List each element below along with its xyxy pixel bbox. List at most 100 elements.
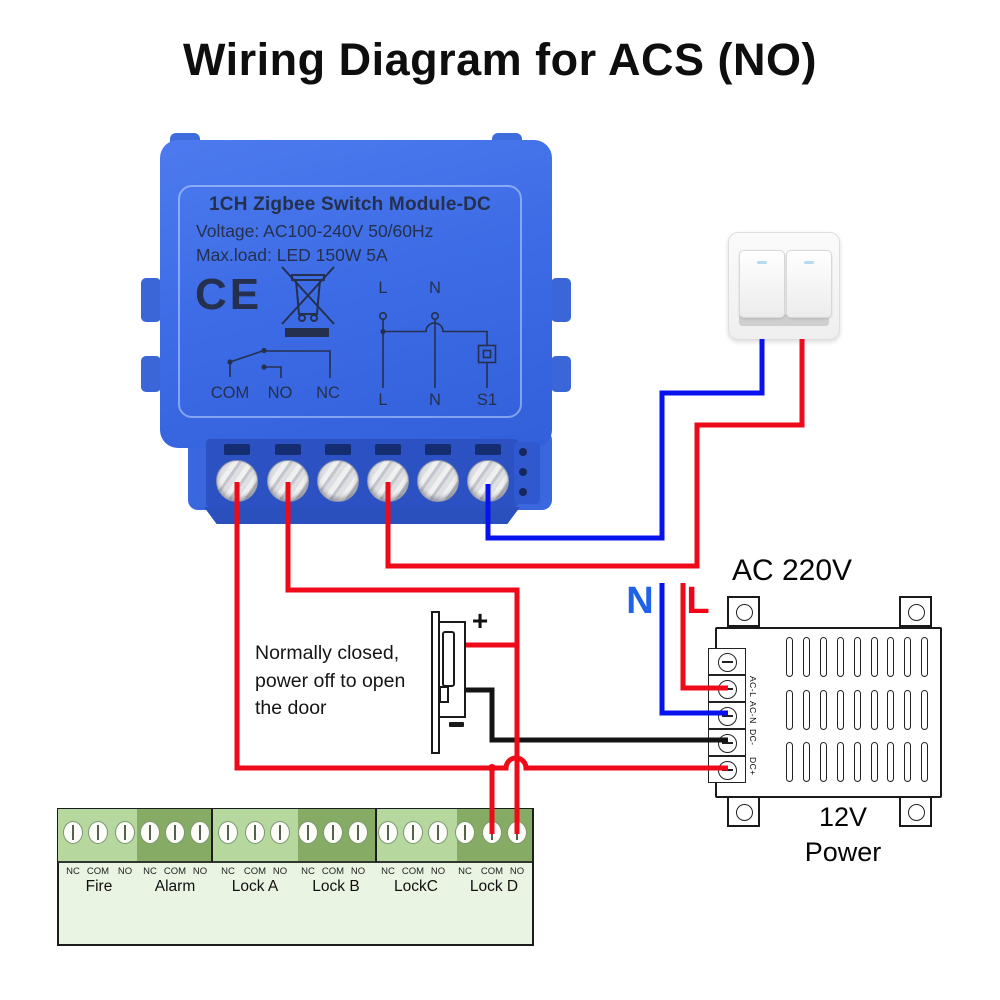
board-terminal-screw: [298, 821, 318, 844]
psu-vent-slot: [786, 637, 793, 677]
board-terminal-function-label: NO: [430, 866, 446, 877]
module-label-panel: [178, 185, 522, 418]
board-terminal-function-label: NO: [272, 866, 288, 877]
board-group-name: Fire: [85, 878, 113, 895]
psu-output-voltage: 12V: [818, 802, 868, 832]
note-line: power off to open: [255, 669, 406, 692]
psu-vent-slot: [819, 742, 827, 782]
psu-vent-slot: [836, 637, 844, 677]
board-terminal-screw: [455, 821, 475, 844]
board-terminal-function-label: COM: [163, 866, 187, 877]
board-terminal-function-label: COM: [86, 866, 110, 877]
psu-vent-slot: [921, 637, 929, 677]
psu-vent-slot: [853, 742, 861, 782]
module-side-clip: [551, 278, 571, 322]
psu-vent-slot: [853, 637, 861, 677]
psu-vent-slot: [870, 742, 878, 782]
module-terminal-screw: [367, 460, 409, 502]
psu-vent-slot: [802, 637, 810, 677]
module-side-clip: [141, 278, 161, 322]
psu-vent-slot: [870, 637, 878, 677]
psu-vent-slot: [802, 742, 810, 782]
psu-mount-tab: [899, 596, 932, 627]
psu-vent-slot: [904, 690, 912, 730]
module-indicator-dot: [519, 468, 527, 476]
ac-220v-label: AC 220V: [731, 554, 853, 587]
module-terminal-screw: [216, 460, 258, 502]
psu-vent-slot: [802, 690, 810, 730]
psu-vent-slot: [836, 742, 844, 782]
module-terminal-slot: [425, 444, 451, 455]
board-group-name: LockC: [394, 878, 438, 895]
module-indicator-dot: [519, 448, 527, 456]
board-terminal-function-label: NC: [301, 866, 315, 877]
board-terminal-function-label: NC: [458, 866, 472, 877]
note-line: the door: [255, 697, 327, 719]
module-bottom-lip: [204, 507, 520, 524]
relay-label-nc: NC: [316, 384, 340, 402]
board-terminal-function-label: NC: [66, 866, 80, 877]
psu-terminal: [708, 702, 746, 729]
psu-vent-slot: [819, 637, 827, 677]
board-terminal-screw: [165, 821, 185, 844]
module-terminal-screw: [417, 460, 459, 502]
psu-vent-slot: [786, 742, 793, 782]
door-lock-note: Normally closed, power off to open the d…: [255, 640, 445, 723]
wire-strike-to-dcminus: [466, 687, 728, 743]
board-terminal-function-label: COM: [401, 866, 425, 877]
psu-terminal-label: AC-L: [748, 676, 758, 698]
relay-label-com: COM: [210, 384, 250, 402]
ce-mark: CE: [195, 270, 263, 319]
board-terminal-screw: [115, 821, 135, 844]
psu-vent-slot: [921, 690, 929, 730]
page-title: Wiring Diagram for ACS (NO): [183, 34, 817, 85]
board-terminal-function-label: NO: [350, 866, 366, 877]
module-load-spec: Max.load: LED 150W 5A: [196, 245, 388, 265]
psu-vent-slot: [853, 690, 861, 730]
board-terminal-screw: [190, 821, 210, 844]
psu-output-word: Power: [804, 837, 882, 867]
psu-terminal-label: DC-: [748, 729, 758, 746]
psu-terminal: [708, 729, 746, 756]
board-terminal-screw: [218, 821, 238, 844]
board-terminal-function-label: COM: [321, 866, 345, 877]
module-indicator-panel: [514, 442, 540, 504]
board-terminal-screw: [140, 821, 160, 844]
psu-mount-tab: [727, 796, 760, 827]
module-terminal-slot: [375, 444, 401, 455]
psu-vent-slot: [887, 637, 895, 677]
strike-minus-label: [449, 722, 464, 727]
strike-plus-label: +: [471, 605, 489, 636]
note-line: Normally closed,: [255, 642, 400, 664]
board-terminal-function-label: NC: [143, 866, 157, 877]
module-terminal-slot: [325, 444, 351, 455]
module-terminal-screw: [467, 460, 509, 502]
line-wire-label: L: [686, 580, 710, 622]
module-product-name: 1CH Zigbee Switch Module-DC: [209, 194, 491, 215]
module-side-clip: [551, 356, 571, 392]
rocker-indicator: [757, 261, 767, 264]
board-terminal-screw: [63, 821, 83, 844]
board-terminal-function-label: NO: [509, 866, 525, 877]
psu-vent-slot: [786, 690, 793, 730]
power-supply: [715, 627, 942, 798]
board-terminal-screw: [348, 821, 368, 844]
psu-terminal: [708, 648, 746, 675]
board-group-name: Alarm: [154, 878, 196, 895]
board-terminal-screw: [403, 821, 423, 844]
psu-vent-slot: [870, 690, 878, 730]
module-input-n-label: N: [429, 279, 441, 297]
board-terminal-function-label: NC: [221, 866, 235, 877]
weee-bin-icon: [281, 266, 335, 337]
board-terminal-screw: [323, 821, 343, 844]
psu-vent-slot: [887, 690, 895, 730]
board-group-name: Lock D: [469, 878, 519, 895]
board-terminal-screw: [245, 821, 265, 844]
module-indicator-dot: [519, 488, 527, 496]
psu-vent-slot: [887, 742, 895, 782]
psu-terminal: [708, 756, 746, 783]
module-input-l-label: L: [378, 279, 388, 297]
board-terminal-screw: [482, 821, 502, 844]
module-terminal-screw: [267, 460, 309, 502]
